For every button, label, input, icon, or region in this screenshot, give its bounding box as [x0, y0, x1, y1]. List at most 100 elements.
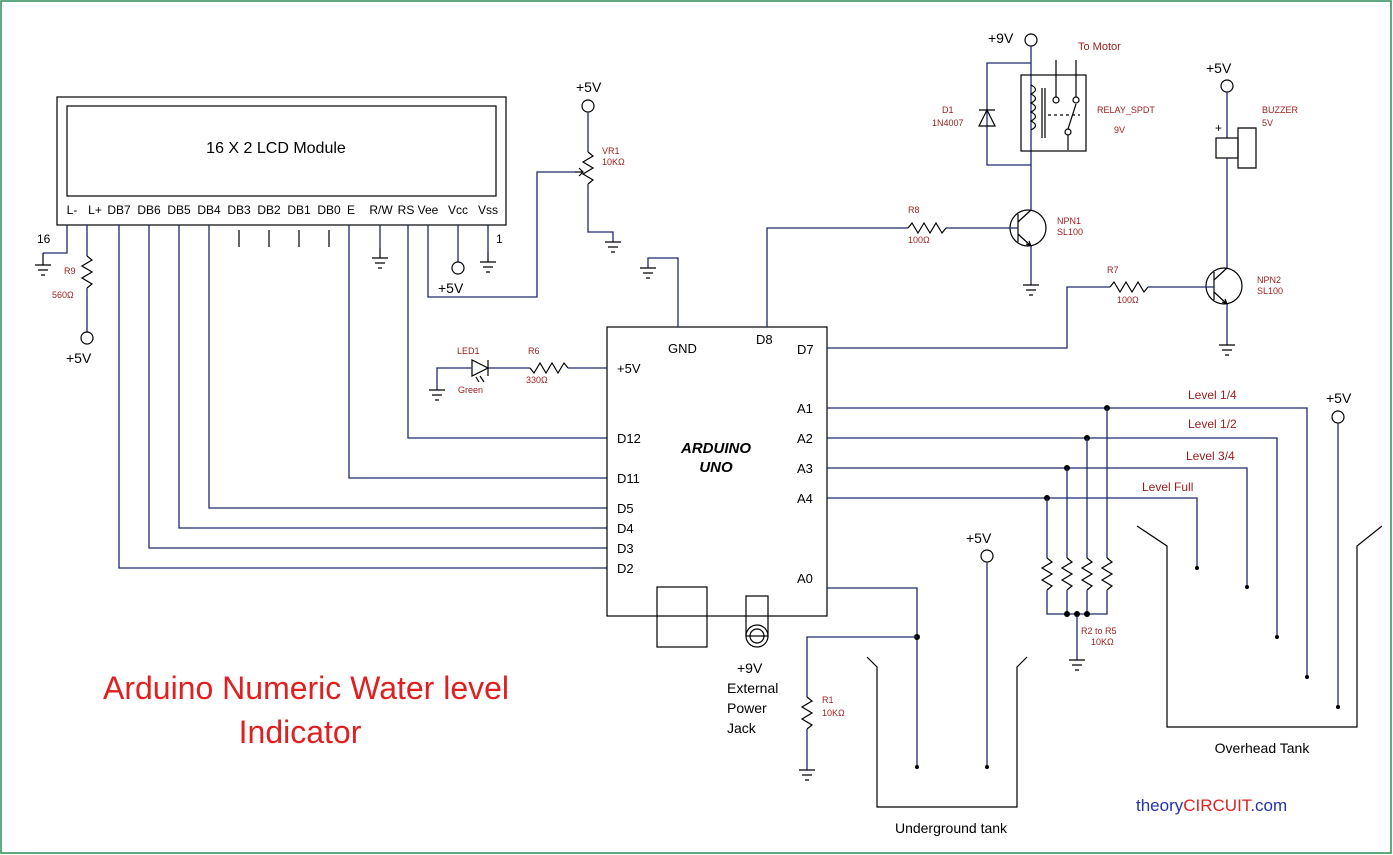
lcd-pin-db0: DB0	[317, 203, 341, 217]
r2-r5-ref: R2 to R5	[1081, 626, 1117, 636]
buzzer-supply-label: +5V	[1206, 60, 1232, 76]
watermark: theoryCIRCUIT.com	[1136, 796, 1287, 815]
ground-symbol	[35, 253, 51, 276]
lcd-pin-db2: DB2	[257, 203, 281, 217]
to-motor-label: To Motor	[1078, 41, 1121, 53]
lcd-pin-db1: DB1	[287, 203, 311, 217]
ext-power-line3: Jack	[727, 720, 757, 736]
level-quarter-label: Level 1/4	[1188, 388, 1237, 402]
arduino-pin-a4: A4	[797, 491, 813, 506]
lcd-pin-l-minus: L-	[67, 203, 78, 217]
buzzer-driver: +5V + BUZZER 5V R7 100Ω NPN2 SL100	[827, 60, 1299, 356]
overhead-tank-label: Overhead Tank	[1215, 740, 1311, 756]
npn2-value: SL100	[1257, 286, 1283, 296]
watermark-part1: theory	[1136, 796, 1184, 815]
arduino-pin-d2: D2	[617, 561, 634, 576]
arduino-pin-5v: +5V	[617, 361, 641, 376]
npn1-ref: NPN1	[1057, 216, 1081, 226]
underground-tank-label: Underground tank	[895, 820, 1008, 836]
r9-value: 560Ω	[52, 290, 74, 300]
vcc-terminal	[451, 261, 465, 275]
r8-value: 100Ω	[908, 235, 930, 245]
lcd-pin-e: E	[347, 203, 355, 217]
relay-driver: +9V To Motor D1 1N4007 RELAY_SPDT 9V R8 …	[766, 30, 1155, 327]
vee-supply-label: +5V	[438, 280, 464, 296]
d1-value: 1N4007	[932, 118, 964, 128]
ground-symbol	[372, 248, 388, 269]
arduino-pin-d7: D7	[797, 342, 814, 357]
arduino-pin-d4: D4	[617, 521, 634, 536]
r9-ref: R9	[64, 266, 76, 276]
overhead-tank: +5V Overhead Tank	[1136, 390, 1383, 756]
arduino-pin-d5: D5	[617, 501, 634, 516]
r2-r5-value: 10KΩ	[1091, 637, 1114, 647]
lcd-pin-vss: Vss	[478, 203, 498, 217]
r7-value: 100Ω	[1117, 295, 1139, 305]
arduino-pin-d3: D3	[617, 541, 634, 556]
r1-value: 10KΩ	[822, 708, 845, 718]
arduino-name-line2: UNO	[699, 459, 733, 476]
npn1-value: SL100	[1057, 227, 1083, 237]
lcd-module: 16 X 2 LCD Module L- L+ DB7 DB6 DB5 DB4 …	[37, 96, 507, 246]
external-power-label: +9V External Power Jack	[727, 660, 778, 736]
d1-ref: D1	[942, 105, 954, 115]
r6-ref: R6	[528, 346, 540, 356]
lcd-pin-leads	[43, 171, 607, 569]
lcd-pin-rw: R/W	[369, 203, 393, 217]
resistor-r9: R9 560Ω	[52, 255, 94, 345]
lcd-pin-rs: RS	[398, 203, 415, 217]
lcd-pin-vee: Vee	[418, 203, 439, 217]
relay-ref: RELAY_SPDT	[1097, 105, 1155, 115]
arduino-name-line1: ARDUINO	[680, 440, 751, 457]
potentiometer-vr1: +5V VR1 10KΩ	[575, 79, 625, 253]
underground-tank: R1 10KΩ +5V Underground tank	[799, 530, 1028, 836]
r9-supply-label: +5V	[66, 350, 92, 366]
underground-supply-label: +5V	[966, 530, 992, 546]
arduino-uno: ARDUINO UNO GND D8 D7 +5V D12 D11 D5 D4 …	[606, 326, 828, 648]
level-sensing: Level 1/4 Level 1/2 Level 3/4 Level Full…	[827, 388, 1309, 679]
arduino-pin-a0: A0	[797, 571, 813, 586]
lcd-title: 16 X 2 LCD Module	[206, 140, 346, 157]
relay-supply-label: +9V	[988, 30, 1014, 46]
led1-color: Green	[458, 385, 483, 395]
watermark-part3: .com	[1250, 796, 1287, 815]
r8-ref: R8	[908, 205, 920, 215]
lcd-pin-l-plus: L+	[88, 203, 102, 217]
level-full-label: Level Full	[1142, 480, 1193, 494]
diagram-title-line2: Indicator	[239, 714, 362, 750]
npn2-ref: NPN2	[1257, 275, 1281, 285]
relay-value: 9V	[1114, 125, 1125, 135]
lcd-pin-db5: DB5	[167, 203, 191, 217]
buzzer-ref: BUZZER	[1262, 105, 1299, 115]
lcd-pin-vcc: Vcc	[448, 203, 468, 217]
vr1-ref: VR1	[602, 146, 620, 156]
arduino-pin-gnd: GND	[668, 341, 697, 356]
overhead-supply-label: +5V	[1326, 390, 1352, 406]
buzzer-plus: +	[1215, 121, 1222, 135]
level-three-quarter-label: Level 3/4	[1186, 449, 1235, 463]
r6-value: 330Ω	[526, 375, 548, 385]
led1-ref: LED1	[457, 346, 480, 356]
lcd-pin-db3: DB3	[227, 203, 251, 217]
lcd-pin-db4: DB4	[197, 203, 221, 217]
led-indicator: LED1 Green R6 330Ω	[429, 346, 607, 401]
arduino-pin-d11: D11	[617, 471, 640, 486]
r1-ref: R1	[822, 695, 834, 705]
arduino-pin-d12: D12	[617, 431, 641, 446]
diagram-title-line1: Arduino Numeric Water level	[103, 670, 509, 706]
level-half-label: Level 1/2	[1188, 417, 1237, 431]
lcd-pin-labels: L- L+ DB7 DB6 DB5 DB4 DB3 DB2 DB1 DB0 E …	[67, 203, 498, 217]
arduino-pin-a2: A2	[797, 431, 813, 446]
lcd-pin16-number: 16	[37, 232, 51, 246]
watermark-part2: CIRCUIT	[1183, 796, 1252, 815]
lcd-pin-db7: DB7	[107, 203, 131, 217]
r7-ref: R7	[1107, 265, 1119, 275]
arduino-pin-a1: A1	[797, 401, 813, 416]
ext-power-voltage: +9V	[737, 660, 763, 676]
arduino-pin-a3: A3	[797, 461, 813, 476]
lcd-pin1-number: 1	[496, 232, 503, 246]
arduino-pin-d8: D8	[756, 332, 773, 347]
ext-power-line2: Power	[727, 700, 767, 716]
